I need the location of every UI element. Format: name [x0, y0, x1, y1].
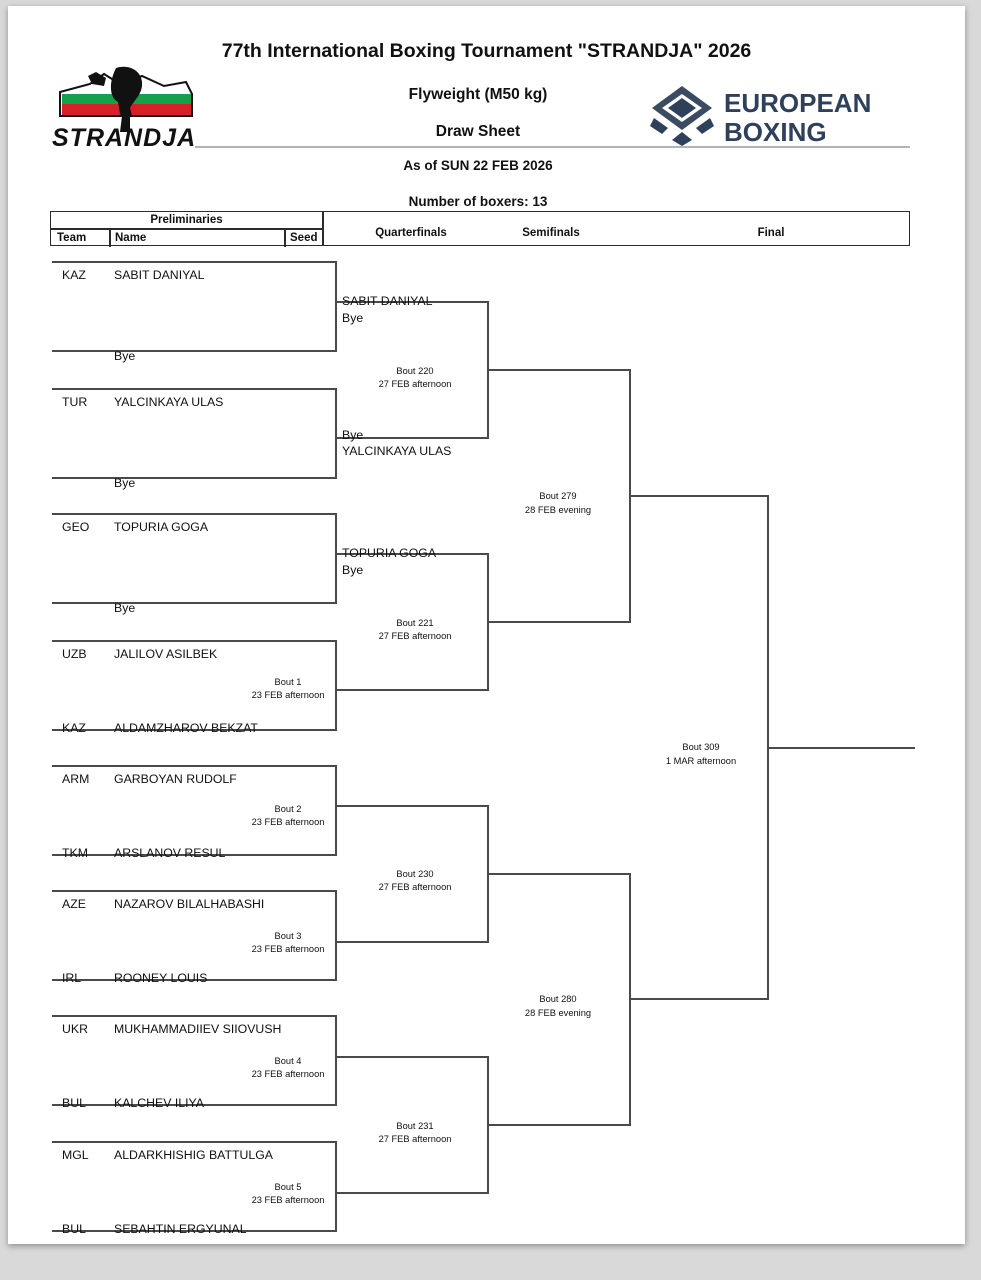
bout-label-2-when: 23 FEB afternoon: [251, 817, 325, 827]
prelim-name-13: KALCHEV ILIYA: [114, 1096, 204, 1110]
bout-label-279-id: Bout 279: [539, 491, 577, 501]
col-divider-name-seed: [284, 228, 286, 247]
bout-label-231-when: 27 FEB afternoon: [378, 1134, 452, 1144]
qf-advance-2-top-bye: Bye: [342, 563, 364, 577]
page-title: 77th International Boxing Tournament "ST…: [221, 40, 752, 62]
strandja-logo: STRANDJA: [46, 54, 206, 152]
col-header-quarterfinals: Quarterfinals: [375, 227, 447, 239]
weight-class: Flyweight (M50 kg): [408, 86, 548, 103]
bout-label-220-id: Bout 220: [396, 366, 434, 376]
prelim-name-15: SEBAHTIN ERGYUNAL: [114, 1222, 247, 1236]
boxer-count: Number of boxers: 13: [408, 194, 548, 209]
prelim-team-6: UZB: [62, 647, 87, 661]
prelim-name-0: SABIT DANIYAL: [114, 268, 205, 282]
bout-label-221-when: 27 FEB afternoon: [378, 631, 452, 641]
prelim-name-6: JALILOV ASILBEK: [114, 647, 218, 661]
prelim-name-14: ALDARKHISHIG BATTULGA: [114, 1148, 273, 1162]
qf-advance-2-top: TOPURIA GOGA: [342, 546, 437, 560]
prelim-team-15: BUL: [62, 1222, 86, 1236]
european-boxing-logo-svg: EUROPEAN BOXING: [650, 86, 871, 147]
prelim-team-11: IRL: [62, 971, 82, 985]
col-header-final: Final: [757, 227, 785, 239]
document-type: Draw Sheet: [435, 123, 521, 140]
prelim-name-5: Bye: [114, 601, 136, 615]
col-header-preliminaries: Preliminaries: [150, 214, 223, 226]
col-header-team: Team: [57, 232, 87, 244]
bout-label-231-id: Bout 231: [396, 1121, 434, 1131]
prelim-name-3: Bye: [114, 476, 136, 490]
bout-label-280-when: 28 FEB evening: [524, 1008, 592, 1018]
prelim-name-4: TOPURIA GOGA: [114, 520, 209, 534]
qf-advance-1-top: SABIT DANIYAL: [342, 294, 433, 308]
prelim-team-0: KAZ: [62, 268, 86, 282]
prelim-team-7: KAZ: [62, 721, 86, 735]
bracket-lines: [52, 261, 915, 1232]
prelim-name-10: NAZAROV BILALHABASHI: [114, 897, 265, 911]
qf-advance-1-bot: YALCINKAYA ULAS: [342, 444, 452, 458]
eb-line1: EUROPEAN: [724, 88, 871, 118]
bout-label-2-id: Bout 2: [274, 804, 302, 814]
qf-advance-1-top-bye: Bye: [342, 311, 364, 325]
as-of-date: As of SUN 22 FEB 2026: [403, 158, 553, 173]
prelim-team-4: GEO: [62, 520, 90, 534]
bout-label-5-id: Bout 5: [274, 1182, 302, 1192]
prelim-team-14: MGL: [62, 1148, 89, 1162]
bout-label-4-when: 23 FEB afternoon: [251, 1069, 325, 1079]
bout-label-5-when: 23 FEB afternoon: [251, 1195, 325, 1205]
eb-diamond-icon: [650, 86, 714, 146]
prelim-team-13: BUL: [62, 1096, 86, 1110]
col-divider-prelim-right: [322, 212, 324, 245]
bout-label-309-id: Bout 309: [682, 742, 720, 752]
col-header-seed: Seed: [290, 232, 318, 244]
prelim-team-9: TKM: [62, 846, 88, 860]
prelim-team-12: UKR: [62, 1022, 88, 1036]
col-header-name: Name: [115, 232, 147, 244]
eb-line2: BOXING: [724, 117, 827, 147]
bout-label-3-id: Bout 3: [274, 931, 302, 941]
prelim-name-1: Bye: [114, 349, 136, 363]
strandja-logo-text: STRANDJA: [52, 124, 196, 152]
prelim-name-11: ROONEY LOUIS: [114, 971, 208, 985]
prelim-name-8: GARBOYAN RUDOLF: [114, 772, 237, 786]
qf-advance-1-bot-bye: Bye: [342, 428, 364, 442]
bout-label-220-when: 27 FEB afternoon: [378, 379, 452, 389]
prelim-name-2: YALCINKAYA ULAS: [114, 395, 224, 409]
bout-label-309-when: 1 MAR afternoon: [665, 756, 737, 766]
prelim-team-2: TUR: [62, 395, 88, 409]
tournament-bracket: KAZ SABIT DANIYAL Bye TUR YALCINKAYA ULA…: [8, 6, 965, 1244]
strandja-logo-svg: STRANDJA: [52, 66, 196, 152]
bout-label-3-when: 23 FEB afternoon: [251, 944, 325, 954]
bout-label-230-when: 27 FEB afternoon: [378, 882, 452, 892]
bout-label-4-id: Bout 4: [274, 1056, 302, 1066]
col-divider-team-name: [109, 228, 111, 247]
prelim-team-8: ARM: [62, 772, 90, 786]
prelim-name-9: ARSLANOV RESUL: [114, 846, 226, 860]
prelim-team-10: AZE: [62, 897, 86, 911]
european-boxing-logo: EUROPEAN BOXING: [648, 84, 923, 147]
prelim-name-12: MUKHAMMADIIEV SIIOVUSH: [114, 1022, 282, 1036]
bout-label-279-when: 28 FEB evening: [524, 505, 592, 515]
prelim-name-7: ALDAMZHAROV BEKZAT: [114, 721, 258, 735]
bout-label-280-id: Bout 280: [539, 994, 577, 1004]
bout-label-221-id: Bout 221: [396, 618, 434, 628]
col-header-semifinals: Semifinals: [522, 227, 580, 239]
sheet-header: STRANDJA EUROPEAN BOXING 77th Internatio…: [8, 6, 965, 216]
prelim-row-divider: [51, 228, 324, 230]
header-divider: [195, 146, 910, 148]
draw-sheet-page: STRANDJA EUROPEAN BOXING 77th Internatio…: [8, 6, 965, 1244]
column-header-table: Preliminaries Team Name Seed Quarterfina…: [50, 211, 910, 247]
bout-label-230-id: Bout 230: [396, 869, 434, 879]
bout-label-1-id: Bout 1: [274, 677, 302, 687]
bout-label-1-when: 23 FEB afternoon: [251, 690, 325, 700]
